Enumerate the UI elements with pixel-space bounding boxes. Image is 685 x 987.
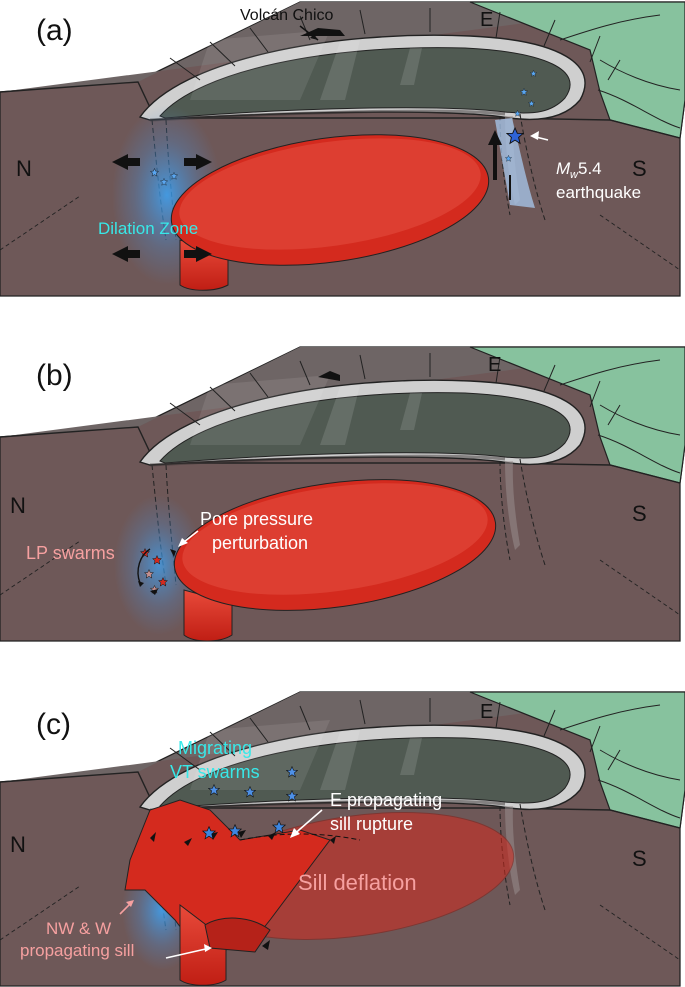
lp-cluster [137, 548, 176, 595]
mw-subscript: w [570, 169, 579, 181]
compass-east: E [480, 701, 493, 723]
deflation-label: Sill deflation [298, 870, 417, 895]
migrating-label-line2: VT swarms [170, 762, 260, 782]
lp-swarms-label: LP swarms [26, 543, 115, 563]
volcano-label: Volcán Chico [240, 7, 333, 24]
pore-label-line2: perturbation [212, 533, 308, 553]
compass-south: S [632, 846, 647, 871]
panel-b: (b) E N S LP swarms Pore pressure pertur… [0, 345, 685, 643]
sill-feeder [179, 903, 227, 986]
migrating-label-line1: Migrating [178, 738, 252, 758]
panel-label-b: (b) [36, 359, 73, 392]
panel-c: (c) E N S Migrating VT swarms E propagat… [0, 690, 685, 987]
compass-east: E [480, 9, 493, 31]
nw-label-line1: NW & W [46, 919, 111, 938]
compass-south: S [632, 156, 647, 181]
fault-zone [495, 118, 535, 208]
rupture-label-line1: E propagating [330, 790, 442, 810]
compass-north: N [10, 493, 26, 518]
dilation-label: Dilation Zone [98, 219, 198, 238]
earthquake-label: earthquake [556, 183, 641, 202]
compass-east: E [488, 354, 501, 376]
sill-lobe [204, 917, 271, 953]
mw-symbol: M [556, 159, 571, 178]
panel-label-a: (a) [36, 14, 73, 47]
dilation-arrows [112, 154, 212, 262]
compass-north: N [16, 156, 32, 181]
pore-label-line1: Pore pressure [200, 509, 313, 529]
compass-north: N [10, 832, 26, 857]
compass-south: S [632, 501, 647, 526]
mw-value: 5.4 [578, 159, 602, 178]
nw-label-line2: propagating sill [20, 941, 134, 960]
panel-a: (a) Volcán Chico E N S Dilation Zone M w… [0, 0, 685, 298]
volcano-cone [318, 371, 340, 381]
rupture-label-line2: sill rupture [330, 814, 413, 834]
panel-label-c: (c) [36, 708, 71, 741]
propagating-sill [124, 799, 331, 953]
